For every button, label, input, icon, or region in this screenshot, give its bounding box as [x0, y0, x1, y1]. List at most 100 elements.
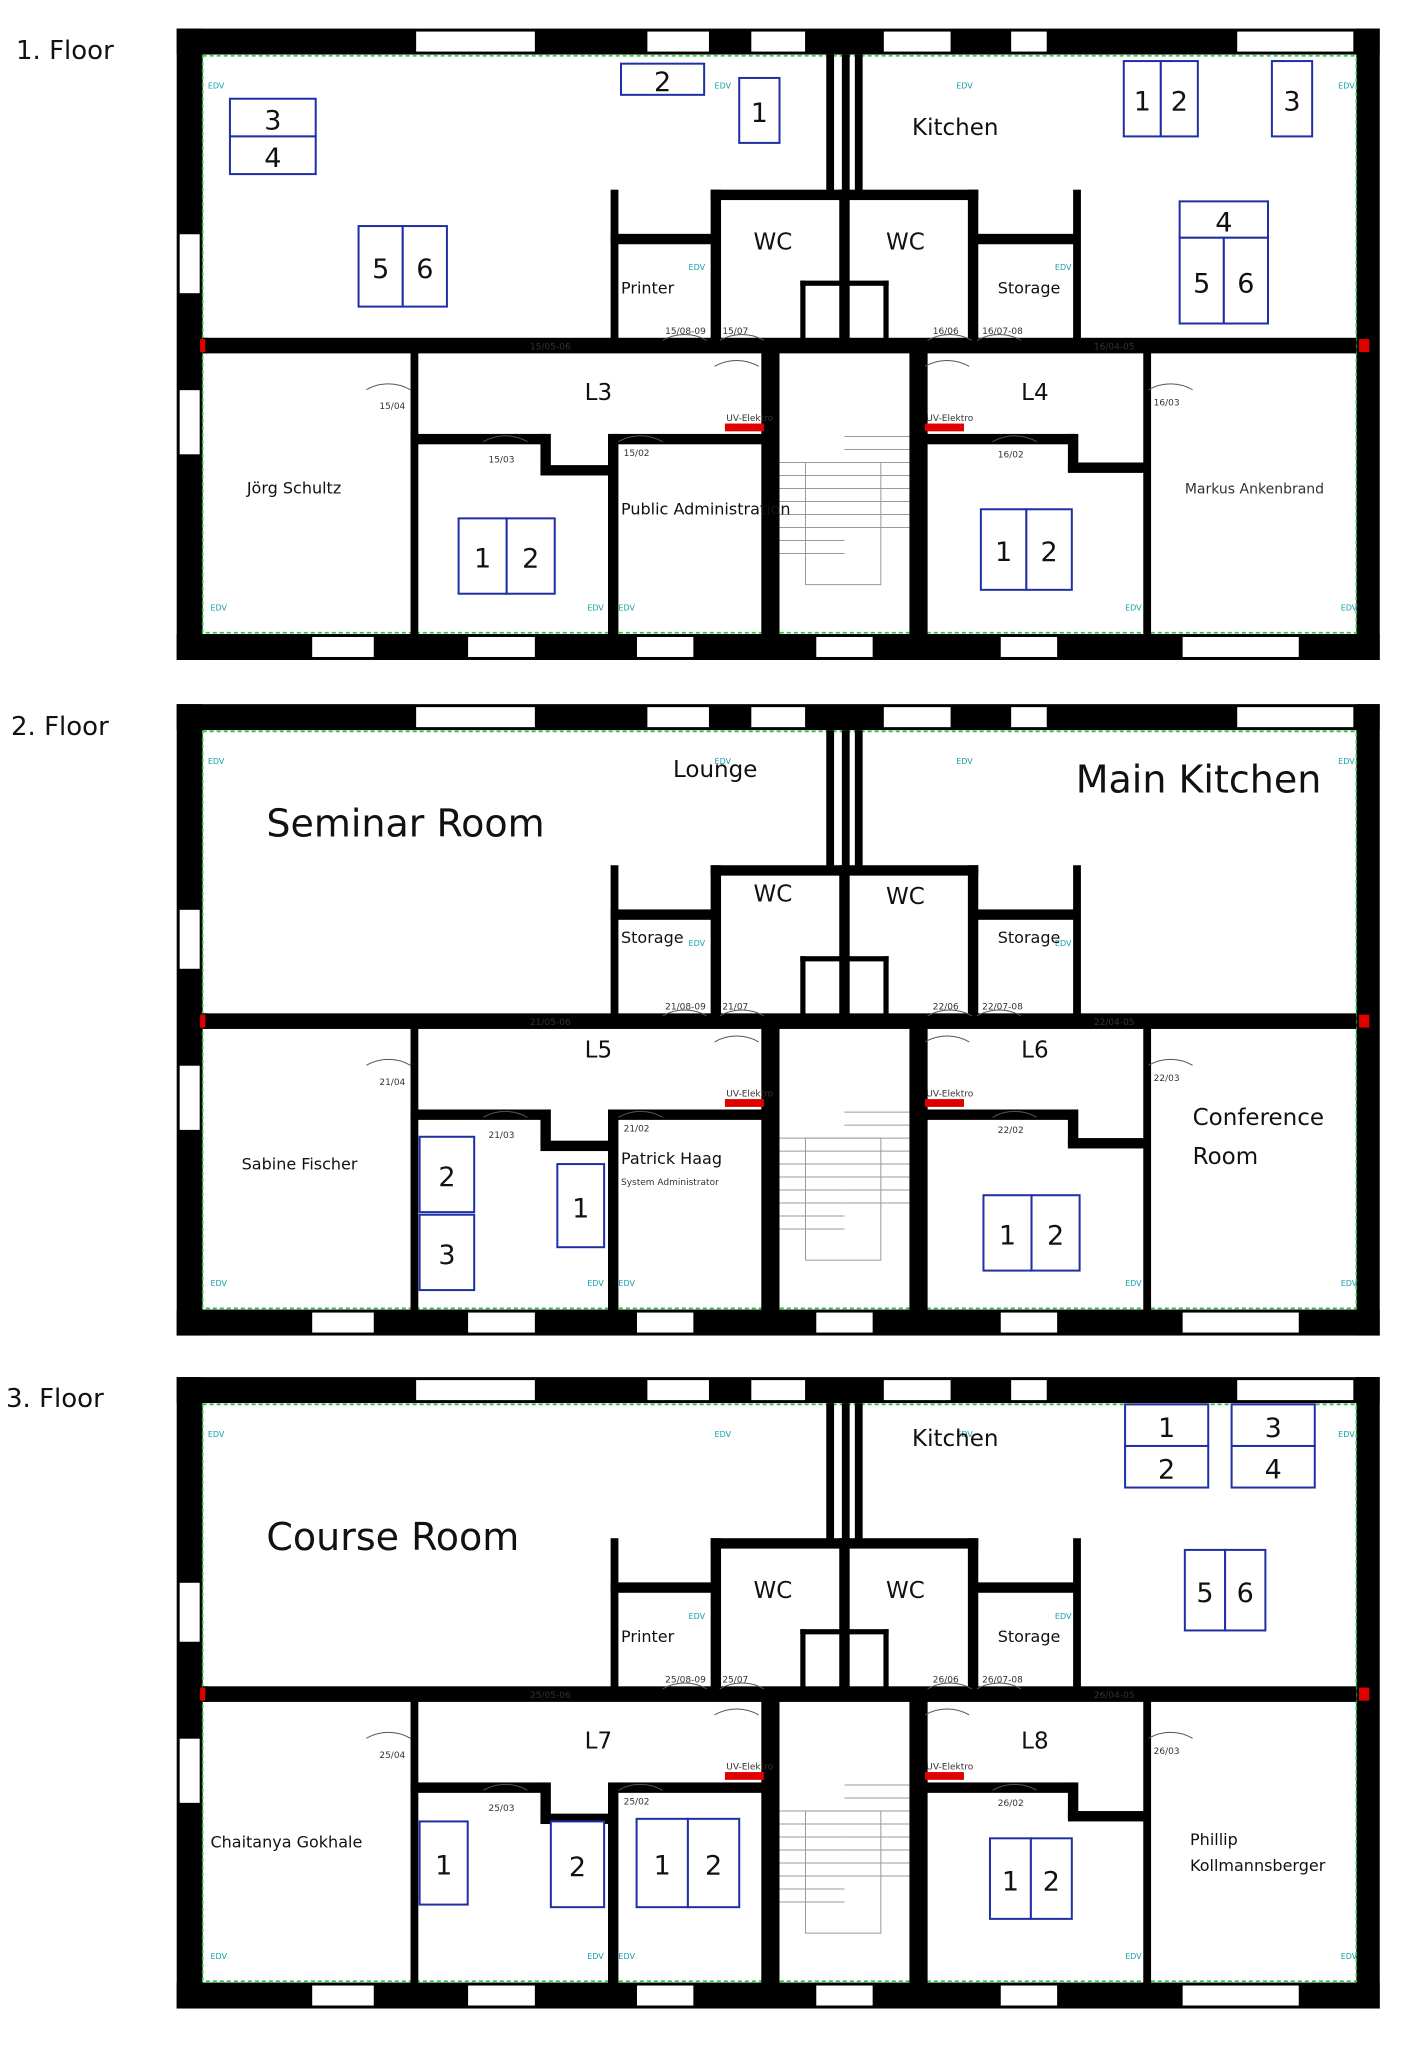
desk [1029, 1837, 1073, 1920]
desk [1224, 1548, 1267, 1632]
room-office-far-right: Markus Ankenbrand [1185, 482, 1324, 498]
desk [1124, 1444, 1210, 1489]
stair-wall [761, 350, 780, 637]
door-arc [714, 360, 759, 367]
room-closet-left: Printer [621, 279, 675, 298]
room-lab-left: L7 [585, 1729, 612, 1755]
desk [1159, 60, 1199, 138]
edv-outlet: EDV [956, 81, 973, 90]
edv-outlet: EDV [956, 757, 973, 766]
shaft-wall [826, 54, 835, 195]
window [178, 389, 201, 456]
uv-panel [724, 1772, 764, 1780]
desk-number: 2 [705, 1851, 722, 1882]
desk [686, 1817, 741, 1909]
electric-marker [200, 1014, 206, 1028]
door-arc [719, 1009, 765, 1017]
desk-number: 1 [1158, 1413, 1175, 1444]
desk-number: 4 [264, 143, 281, 174]
desk-number: 6 [416, 254, 433, 285]
edv-outlet: EDV [618, 604, 635, 613]
room-office-mid-right: Patrick Haag [621, 1149, 722, 1168]
room-lab-right: L8 [1021, 1729, 1048, 1755]
room-top-right: Main Kitchen [1076, 757, 1322, 801]
desk-number: 2 [1171, 86, 1188, 117]
door-arc [976, 334, 1022, 341]
door-code: 21/03 [488, 1131, 514, 1141]
window [883, 706, 952, 728]
wc-wall [839, 1538, 850, 1692]
door-arc [976, 1682, 1022, 1690]
window [178, 1581, 201, 1643]
desk-group: 2 [620, 62, 706, 98]
edv-outlet: EDV [715, 757, 732, 766]
door-code: 26/06 [933, 1675, 959, 1685]
desk-number: 4 [1215, 207, 1232, 238]
door-code: 15/08-09 [665, 327, 706, 337]
edv-outlet: EDV [1338, 81, 1355, 90]
window [311, 1984, 375, 2007]
door-code: 22/03 [1154, 1074, 1180, 1084]
closet-wall [610, 189, 619, 343]
desk [1178, 236, 1225, 325]
edv-outlet: EDV [210, 1952, 227, 1961]
room-office-far-left: Sabine Fischer [242, 1154, 358, 1173]
outer-wall [176, 633, 1380, 660]
door-arc [714, 1708, 759, 1716]
door-arc [366, 383, 411, 391]
edv-outlet: EDV [1338, 757, 1355, 766]
shaft-wall [826, 730, 835, 871]
wc-wall [800, 1629, 889, 1635]
door-arc [719, 1682, 765, 1690]
door-code: 16/03 [1154, 398, 1180, 408]
outer-wall [176, 1377, 203, 2009]
wc-wall [839, 865, 850, 1019]
electric-marker [1358, 339, 1370, 353]
wc-wall [839, 189, 850, 343]
door-code: 22/04-05 [1094, 1018, 1135, 1028]
desk-number: 3 [264, 105, 281, 136]
room-wall [1143, 350, 1152, 637]
desk-number: 5 [1196, 1578, 1213, 1609]
wc-wall [710, 189, 722, 343]
room-wc-left: WC [754, 882, 793, 908]
door-code: 22/02 [998, 1126, 1024, 1136]
uv-label: UV-Elektro [926, 1762, 973, 1772]
window [815, 636, 874, 658]
outer-wall [176, 28, 203, 660]
room-wall [613, 1782, 777, 1793]
room-wall [540, 433, 551, 471]
room-wall [608, 1109, 619, 1313]
desk [620, 62, 706, 96]
uv-panel [925, 423, 964, 432]
room-closet-left: Storage [621, 928, 684, 947]
window [178, 1737, 201, 1804]
room-office-far-right-2: Kollmannsberger [1190, 1856, 1326, 1875]
desk-number: 2 [569, 1852, 586, 1883]
door-code: 16/04-05 [1094, 342, 1135, 352]
floor-label-2: 2. Floor [11, 712, 109, 742]
edv-outlet: EDV [587, 1279, 604, 1288]
corridor-wall [202, 1013, 208, 1029]
edv-outlet: EDV [208, 81, 225, 90]
window [1181, 1984, 1300, 2007]
desk-group: 4 [1178, 200, 1269, 239]
window [1010, 1379, 1048, 1401]
window [178, 233, 201, 295]
wc-wall [710, 865, 722, 1019]
shaft-wall [841, 54, 850, 195]
door-code: 16/06 [933, 327, 959, 337]
edv-outlet: EDV [715, 81, 732, 90]
window [815, 1984, 874, 2007]
floor-label-1: 1. Floor [16, 36, 114, 66]
desk-number: 4 [1265, 1454, 1282, 1485]
room-wall [410, 1026, 419, 1313]
room-closet-right: Storage [998, 1627, 1061, 1646]
room-wall [1067, 1138, 1146, 1149]
door-code: 25/02 [624, 1798, 650, 1808]
room-wall [410, 1699, 419, 1986]
